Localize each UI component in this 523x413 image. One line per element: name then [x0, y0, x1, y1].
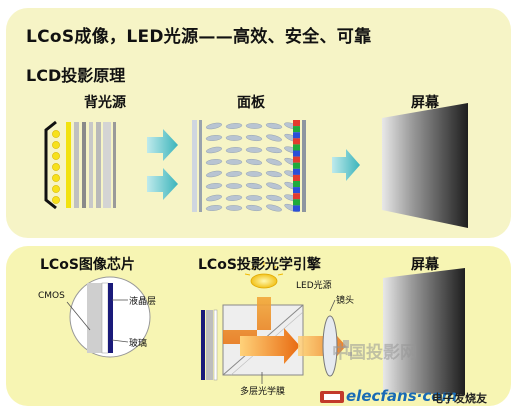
chip-circle: [66, 276, 151, 358]
liquid-crystal-molecule: [205, 159, 223, 165]
liquid-crystal-molecule: [225, 147, 243, 153]
liquid-crystal-molecule: [265, 122, 283, 130]
light-arrows-top: [147, 129, 360, 200]
liquid-crystal-molecule: [225, 195, 243, 201]
liquid-crystal-molecule: [225, 123, 243, 129]
lcos-screen: [383, 268, 465, 395]
color-filter-cell: [293, 132, 300, 139]
backlight-layers: [66, 122, 116, 208]
liquid-crystal-molecule: [245, 182, 263, 190]
liquid-crystal-molecule: [225, 171, 243, 177]
label-lcos-chip: LCoS图像芯片: [40, 257, 135, 273]
watermark-logo: [320, 391, 344, 403]
label-multilayer-film: 多层光学膜: [240, 387, 286, 397]
subtitle: LCD投影原理: [26, 66, 126, 85]
reflective-chip: [201, 309, 218, 381]
color-filter-cell: [293, 144, 300, 151]
liquid-crystal-molecule: [225, 135, 243, 141]
label-screen-bottom: 屏幕: [411, 257, 439, 273]
liquid-crystal-molecule: [265, 146, 283, 154]
led-source-sun: [244, 262, 284, 289]
color-filter-cell: [293, 138, 300, 145]
liquid-crystal-molecule: [205, 170, 223, 178]
liquid-crystal-molecule: [205, 122, 223, 130]
watermark-overlay: 中国投影网: [332, 343, 417, 363]
liquid-crystal-molecule: [245, 123, 263, 129]
liquid-crystal-molecules: [205, 122, 300, 213]
backlight-reflector: [44, 120, 57, 210]
liquid-crystal-molecule: [205, 183, 223, 189]
liquid-crystal-molecule: [266, 204, 282, 212]
color-filter-cell: [293, 205, 300, 212]
label-optical-engine: LCoS投影光学引擎: [198, 257, 321, 273]
lcd-front-glass: [302, 120, 306, 212]
liquid-crystal-molecule: [245, 147, 263, 153]
label-led-source: LED光源: [296, 281, 332, 291]
liquid-crystal-molecule: [265, 194, 283, 202]
liquid-crystal-molecule: [266, 134, 282, 142]
color-filter-cell: [293, 199, 300, 206]
color-filter-cell: [293, 174, 300, 181]
label-backlight: 背光源: [84, 95, 126, 111]
lens: [322, 299, 338, 377]
label-screen-top: 屏幕: [411, 95, 439, 111]
liquid-crystal-molecule: [266, 182, 282, 190]
watermark-site-cn: 电子发烧友: [432, 392, 487, 405]
label-glass: 玻璃: [129, 339, 148, 349]
watermark-overlay-marks: [343, 340, 352, 356]
liquid-crystal-molecule: [205, 135, 223, 141]
color-filter-column: [293, 120, 300, 212]
color-filter-cell: [293, 156, 300, 163]
color-filter-cell: [293, 168, 300, 175]
liquid-crystal-molecule: [245, 171, 263, 177]
color-filter-cell: [293, 162, 300, 169]
label-panel: 面板: [237, 95, 265, 111]
lcd-panel-layers: [192, 120, 202, 212]
liquid-crystal-molecule: [245, 158, 263, 166]
liquid-crystal-molecule: [245, 204, 263, 212]
liquid-crystal-molecule: [265, 170, 283, 178]
watermark-site: elecfans·com: [346, 387, 458, 405]
label-lens: 镜头: [336, 296, 355, 306]
color-filter-cell: [293, 187, 300, 194]
color-filter-cell: [293, 150, 300, 157]
color-filter-cell: [293, 126, 300, 133]
lcd-screen: [382, 103, 468, 228]
liquid-crystal-molecule: [205, 205, 223, 211]
headline: LCoS成像，LED光源——高效、安全、可靠: [26, 27, 372, 47]
liquid-crystal-molecule: [225, 205, 243, 211]
color-filter-cell: [293, 120, 300, 127]
liquid-crystal-molecule: [245, 134, 263, 142]
liquid-crystal-molecule: [205, 146, 223, 154]
liquid-crystal-molecule: [205, 194, 223, 202]
backlight-led-dots: [52, 130, 60, 204]
liquid-crystal-molecule: [225, 183, 243, 189]
liquid-crystal-molecule: [245, 195, 263, 201]
color-filter-cell: [293, 181, 300, 188]
liquid-crystal-molecule: [225, 159, 243, 165]
liquid-crystal-molecule: [266, 158, 282, 166]
label-cmos: CMOS: [38, 291, 65, 301]
label-liquid-crystal: 液晶层: [129, 297, 157, 307]
color-filter-cell: [293, 193, 300, 200]
